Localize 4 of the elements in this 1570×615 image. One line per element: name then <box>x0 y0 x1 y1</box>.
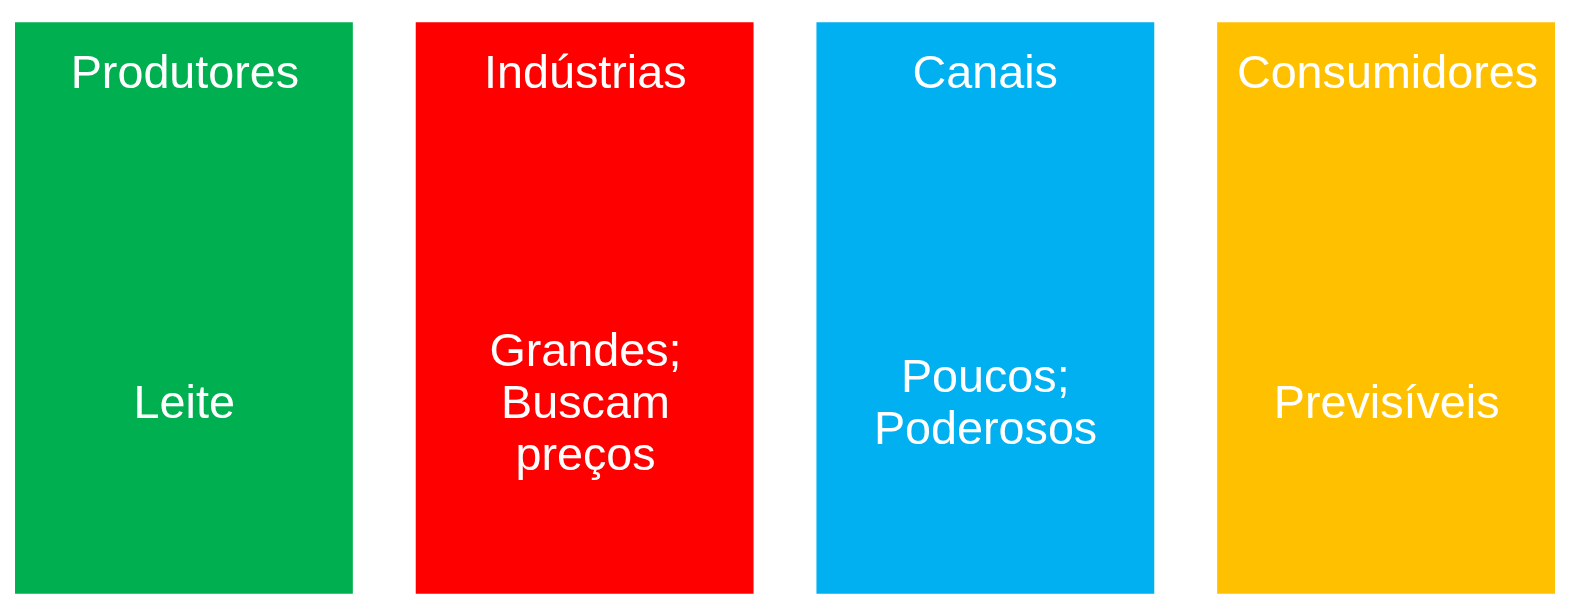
node-box: Consumidores Previsíveis <box>1217 21 1555 594</box>
node-box: Indústrias Grandes; Buscam preços <box>415 21 754 594</box>
node-box: Produtores Leite <box>15 21 353 594</box>
node-box: Canais Poucos; Poderosos <box>816 21 1155 594</box>
